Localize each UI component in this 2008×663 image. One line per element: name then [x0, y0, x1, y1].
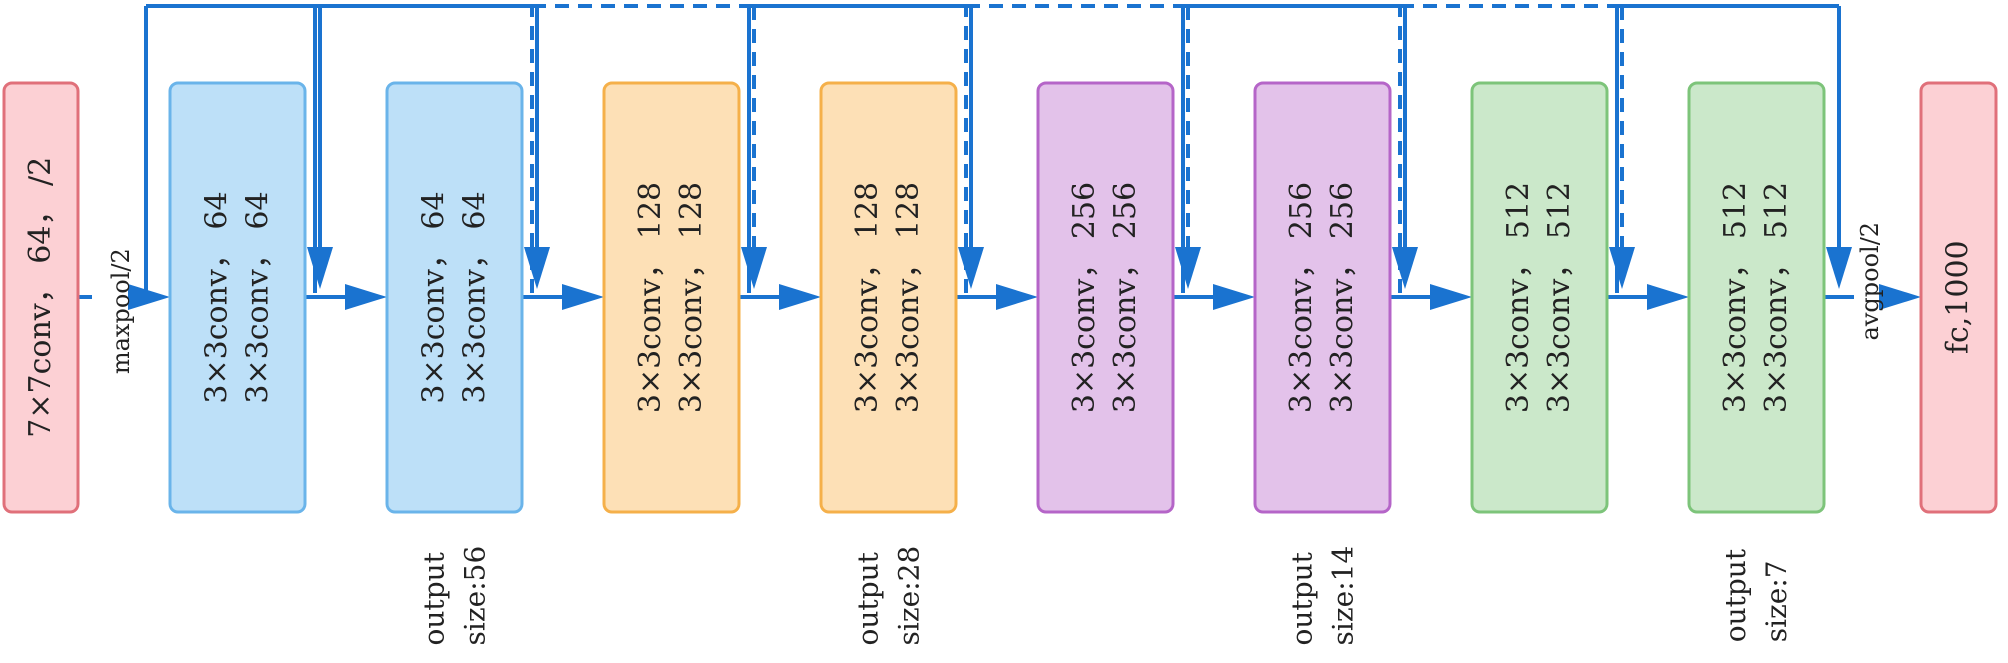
conv-block-1: [168, 81, 307, 514]
conv-block-6: [1253, 81, 1392, 514]
avgpool-label: avgpool/2: [1855, 221, 1884, 341]
main-flow-arrowhead: [1879, 284, 1921, 310]
input-conv-label: 7×7conv， 64， /2: [22, 156, 58, 438]
main-flow-arrowhead: [1430, 284, 1472, 310]
fc-label: fc,1000: [1940, 240, 1976, 355]
main-flow-arrowhead: [562, 284, 604, 310]
main-flow-arrowhead: [1647, 284, 1689, 310]
conv-block-8: [1687, 81, 1826, 514]
conv-block-5: [1036, 81, 1175, 514]
main-flow-arrowhead: [996, 284, 1038, 310]
maxpool-label: maxpool/2: [106, 248, 135, 375]
input-conv-block: [2, 81, 80, 514]
conv-block-3: [602, 81, 741, 514]
main-flow-arrowhead: [345, 284, 387, 310]
conv-block-7: [1470, 81, 1609, 514]
main-flow-arrowhead: [1213, 284, 1255, 310]
conv-block-2: [385, 81, 524, 514]
conv-block-4: [819, 81, 958, 514]
skip-connection-8-arrowhead: [1826, 247, 1852, 289]
main-flow-arrowhead: [779, 284, 821, 310]
fc-block: [1919, 81, 1998, 514]
main-flow-arrowhead: [128, 284, 170, 310]
